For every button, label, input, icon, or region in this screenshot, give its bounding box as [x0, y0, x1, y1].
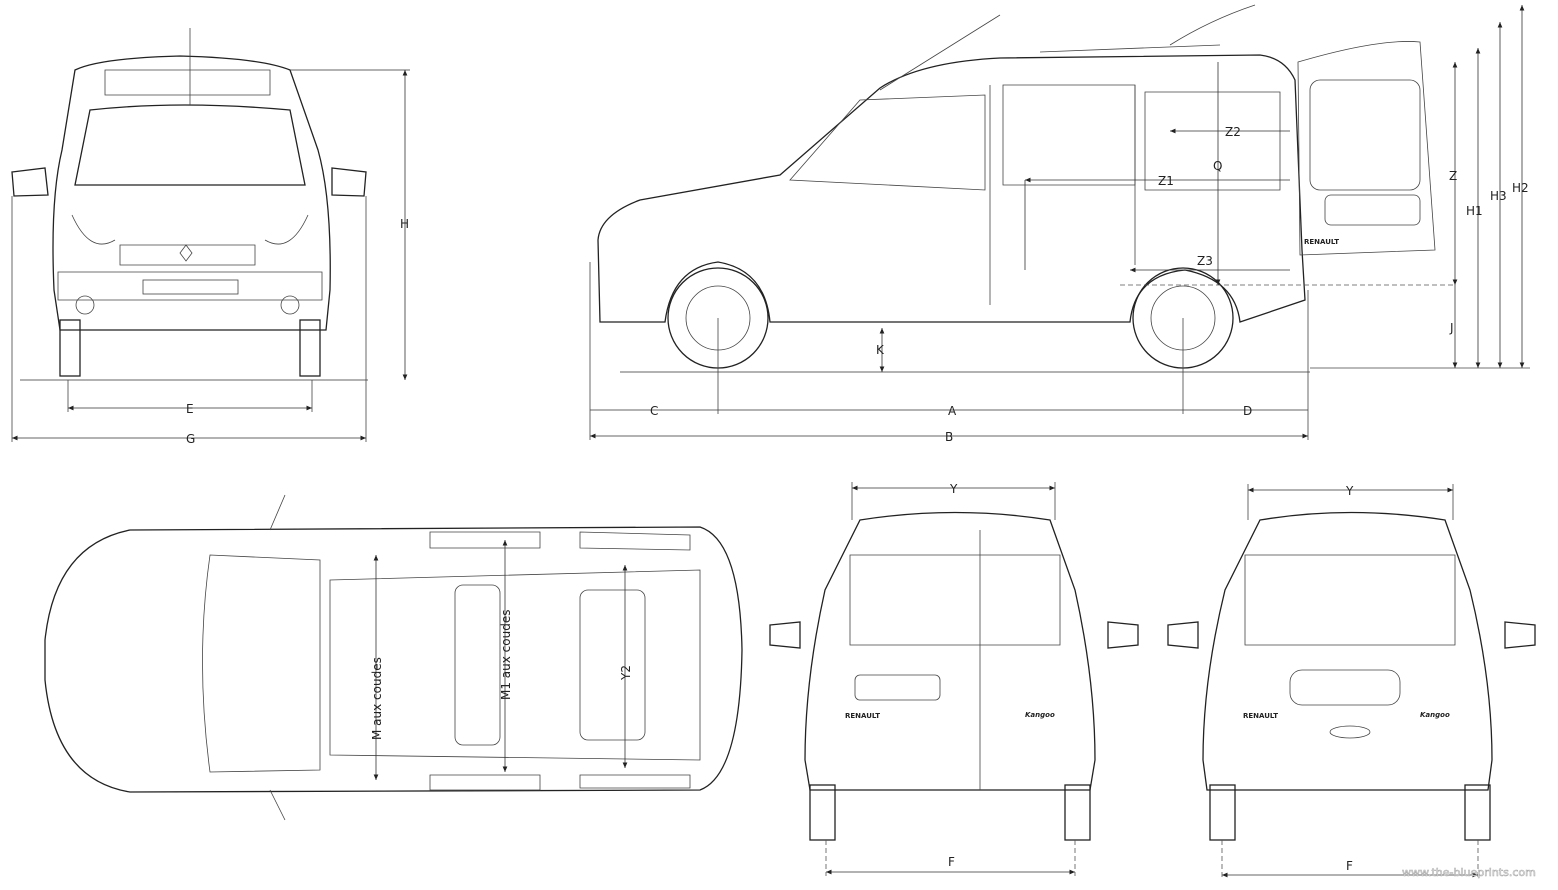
dim-label-j: J [1449, 321, 1454, 335]
dim-label-e: E [186, 402, 194, 416]
dim-label-m: M aux coudes [370, 657, 384, 740]
dim-label-y-doors: Y [949, 482, 958, 496]
dim-label-f-doors: F [948, 855, 955, 869]
dim-label-z1: Z1 [1158, 174, 1174, 188]
dim-label-m1: M1 aux coudes [499, 610, 513, 700]
side-view: RENAULT C A D B K J Q Z Z1 Z2 Z3 H1 H3 H… [589, 4, 1530, 444]
dim-label-z2: Z2 [1225, 125, 1241, 139]
dim-label-z3: Z3 [1197, 254, 1213, 268]
dim-label-y-hatch: Y [1345, 484, 1354, 498]
front-view: E G H [11, 28, 410, 446]
dim-label-g: G [186, 432, 195, 446]
dim-label-h2: H2 [1512, 181, 1529, 195]
dim-label-d: D [1243, 404, 1252, 418]
dim-label-h: H [400, 217, 409, 231]
rear-doors-kangoo-badge: Kangoo [1025, 711, 1055, 719]
rear-view-hatch: RENAULT Kangoo Y F [1167, 484, 1536, 879]
dim-label-q: Q [1213, 159, 1222, 173]
dim-label-f-hatch: F [1346, 859, 1353, 873]
rear-view-doors: RENAULT Kangoo Y F [769, 482, 1139, 876]
side-renault-badge: RENAULT [1304, 238, 1339, 246]
dim-label-y2: Y2 [619, 665, 633, 681]
rear-hatch-kangoo-badge: Kangoo [1420, 711, 1450, 719]
watermark: www.the-blueprints.com [1402, 866, 1536, 879]
rear-hatch-renault-badge: RENAULT [1243, 712, 1278, 720]
dim-label-c: C [650, 404, 658, 418]
dim-label-b: B [945, 430, 953, 444]
dim-label-h1: H1 [1466, 204, 1483, 218]
top-view: M aux coudes M1 aux coudes Y2 [44, 494, 743, 821]
dim-label-k: K [876, 343, 885, 357]
dim-label-a: A [948, 404, 957, 418]
dim-label-h3: H3 [1490, 189, 1507, 203]
dim-label-z: Z [1449, 169, 1457, 183]
rear-doors-renault-badge: RENAULT [845, 712, 880, 720]
